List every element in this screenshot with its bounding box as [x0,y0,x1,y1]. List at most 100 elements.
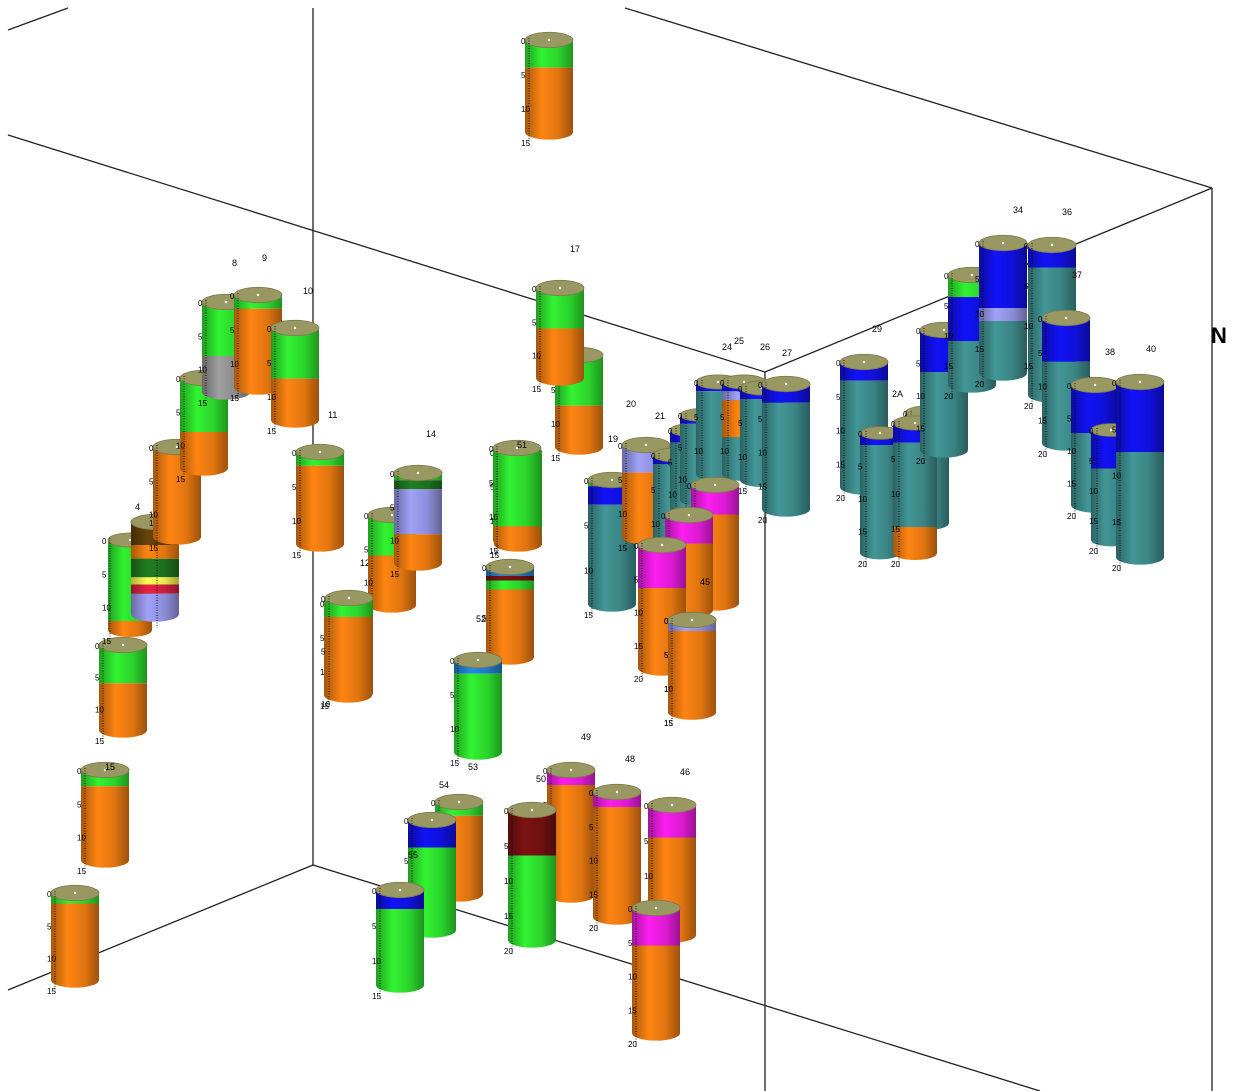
borehole-label: 18 [549,0,559,2]
layer-orange [525,67,573,140]
depth-label: 5 [320,634,325,643]
boreholes-group: 0510150510151505101505101510405101505101… [47,0,1165,1049]
depth-label: 10 [176,442,185,451]
depth-label: 0 [372,887,377,896]
depth-label: 0 [916,327,921,336]
layer-blue [1071,385,1119,433]
depth-label: 20 [858,560,867,569]
depth-label: 0 [1112,379,1117,388]
layer-brown [486,576,534,581]
borehole-label: 38 [1105,347,1115,357]
depth-label: 5 [720,413,725,422]
depth-label: 10 [664,685,673,694]
depth-label: 15 [891,525,900,534]
depth-label: 0 [532,285,537,294]
depth-label: 5 [1038,349,1043,358]
collar-marker [398,888,402,892]
collar-marker [970,273,974,277]
depth-label: 15 [589,890,598,899]
depth-label: 15 [584,611,593,620]
depth-label: 5 [490,483,495,492]
depth-label: 10 [668,490,677,499]
collar-marker [530,808,534,812]
borehole-label: 37 [1072,270,1082,280]
depth-label: 15 [634,642,643,651]
collar-marker [1138,380,1142,384]
depth-label: 0 [450,657,455,666]
borehole-label: 19 [608,434,618,444]
depth-label: 5 [321,648,326,657]
layer-lavender [394,489,442,535]
collar-marker [515,446,519,450]
depth-label: 10 [678,475,687,484]
depth-label: 0 [320,600,325,609]
depth-label: 15 [1089,517,1098,526]
collar-marker [644,443,648,447]
depth-label: 0 [903,410,908,419]
depth-label: 10 [858,495,867,504]
borehole-label: 2A [892,389,903,399]
depth-label: 5 [102,570,107,579]
depth-label: 10 [651,520,660,529]
collar-marker [942,328,946,332]
collar-marker [508,565,512,569]
collar-marker [128,538,132,542]
layer-blue [979,243,1027,308]
frame-edge [624,7,1213,189]
borehole-label: 52 [476,614,486,624]
borehole-label: 34 [1013,205,1023,215]
depth-label: 0 [634,542,639,551]
borehole-label: 40 [1146,344,1156,354]
collar-marker [1064,316,1068,320]
collar-marker [713,483,717,487]
depth-label: 0 [404,817,409,826]
depth-label: 10 [1038,383,1047,392]
depth-label: 15 [320,702,329,711]
layer-orange [536,328,584,386]
borehole-b48: 0510152049 [543,732,596,911]
depth-label: 0 [687,482,692,491]
depth-label: 10 [230,360,239,369]
depth-label: 0 [664,617,669,626]
collar-marker [430,818,434,822]
layer-magenta [632,908,680,946]
depth-label: 15 [551,454,560,463]
collar-marker [121,643,125,647]
depth-label: 10 [720,447,729,456]
collar-marker [347,596,351,600]
layer-teal [920,372,968,458]
depth-label: 15 [618,544,627,553]
borehole-label: 36 [1062,207,1072,217]
depth-label: 0 [431,799,436,808]
layer-orange [51,903,99,988]
depth-label: 5 [1067,415,1072,424]
depth-label: 0 [678,412,683,421]
depth-label: 15 [1038,416,1047,425]
depth-label: 5 [450,691,455,700]
borehole-label: 12 [360,558,370,568]
depth-label: 0 [589,789,594,798]
depth-label: 5 [47,922,52,931]
collar-marker [558,286,562,290]
layer-orange [180,432,228,476]
depth-label: 5 [668,459,673,468]
depth-label: 5 [292,483,297,492]
depth-label: 20 [628,1040,637,1049]
depth-label: 20 [1089,547,1098,556]
depth-label: 0 [47,890,52,899]
depth-label: 5 [532,318,537,327]
depth-label: 5 [694,413,699,422]
collar-marker [224,300,228,304]
layer-teal [762,402,810,517]
depth-label: 5 [758,415,763,424]
layer-orange [81,786,129,868]
depth-label: 5 [364,545,369,554]
layer-orange [325,617,373,701]
layer-magenta [665,515,713,544]
layer-orange [368,555,416,613]
depth-label: 10 [489,513,498,522]
